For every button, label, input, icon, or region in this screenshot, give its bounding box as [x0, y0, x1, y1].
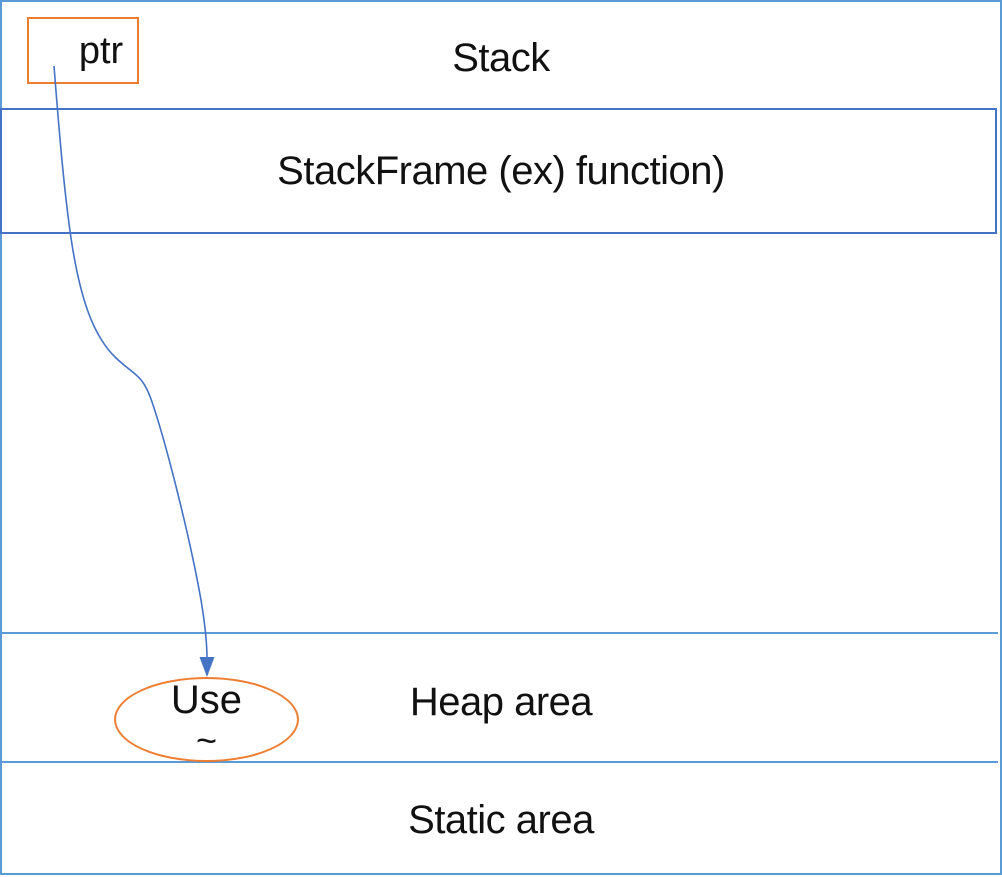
ptr-label: ptr [78, 29, 124, 72]
use-ellipse: Use ~ [114, 677, 299, 762]
static-section-label: Static area [408, 798, 594, 842]
divider-free-heap [0, 632, 998, 634]
heap-section-label: Heap area [409, 680, 593, 724]
stackframe-section-label: StackFrame (ex) function) [277, 149, 725, 193]
stack-section-label: Stack [452, 36, 550, 80]
use-ellipse-label: Use [170, 677, 243, 722]
use-ellipse-tilde: ~ [195, 719, 218, 761]
stackframe-right-edge [995, 108, 997, 234]
stackframe-left-edge [0, 108, 2, 234]
ptr-box: ptr [27, 17, 139, 84]
divider-stackframe-free [0, 232, 997, 234]
divider-heap-static [0, 761, 998, 763]
divider-stack-stackframe [0, 108, 997, 110]
